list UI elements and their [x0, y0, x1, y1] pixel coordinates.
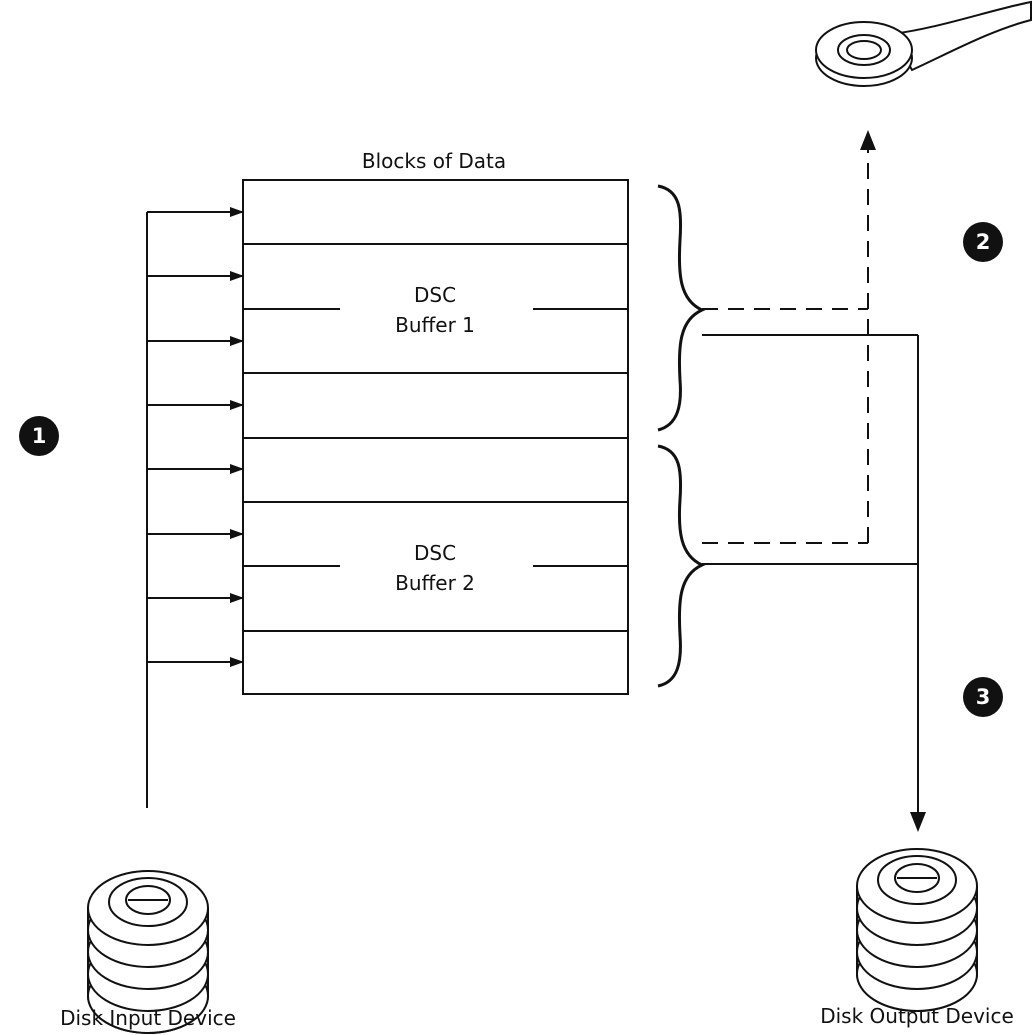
buffer-1-label-line2: Buffer 1: [395, 313, 475, 337]
tape-path: [702, 140, 868, 543]
disk-output-label: Disk Output Device: [820, 1004, 1014, 1028]
badge-1: 1: [19, 416, 59, 456]
input-arrows: [147, 212, 243, 808]
tape-arrowhead: [860, 130, 876, 150]
badge-3-text: 3: [976, 685, 991, 709]
disk-output-icon: [857, 849, 977, 1011]
data-blocks: [243, 180, 628, 694]
badge-3: 3: [963, 677, 1003, 717]
disk-output-arrowhead: [910, 812, 926, 832]
tape-reel-icon: [816, 2, 1031, 86]
badge-2: 2: [963, 222, 1003, 262]
disk-output-path: [702, 335, 918, 818]
buffer-2-label-line1: DSC: [414, 541, 456, 565]
buffer-1-brace: [658, 186, 702, 430]
badge-2-text: 2: [976, 230, 991, 254]
buffer-1-label-line1: DSC: [414, 283, 456, 307]
blocks-of-data-title: Blocks of Data: [362, 149, 506, 173]
buffer-2-label-line2: Buffer 2: [395, 571, 475, 595]
buffer-2-brace: [658, 446, 702, 686]
badge-1-text: 1: [32, 424, 47, 448]
disk-input-label: Disk Input Device: [60, 1006, 236, 1030]
